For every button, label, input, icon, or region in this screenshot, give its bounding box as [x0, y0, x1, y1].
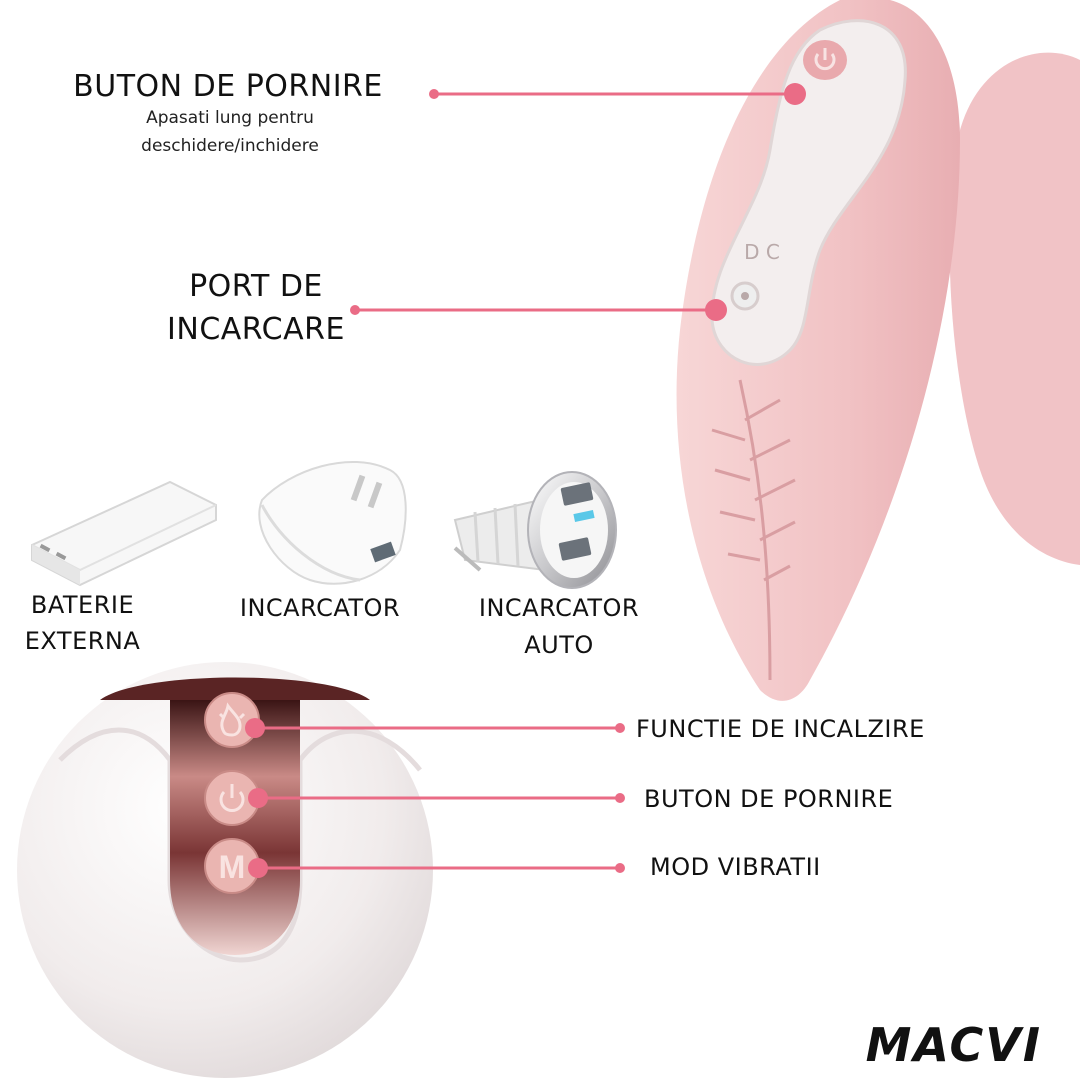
wall-charger	[258, 461, 407, 585]
power-bank	[31, 480, 217, 587]
power-icon	[219, 784, 245, 812]
label-power-hint-line2: deschidere/inchidere	[141, 136, 319, 156]
label-car-charger-line2: AUTO	[524, 631, 594, 659]
charging-port-pin	[741, 292, 749, 300]
callout-remote-power	[248, 788, 625, 808]
callout-power-top	[429, 83, 806, 105]
callout-heating	[245, 718, 625, 738]
label-power-hint-line1: Apasati lung pentru	[146, 108, 314, 128]
remote-button-channel	[170, 700, 300, 955]
power-icon	[814, 48, 836, 71]
label-battery-line1: BATERIE	[30, 591, 135, 619]
flame-icon	[218, 702, 246, 737]
label-charging-port-line2: INCARCARE	[167, 312, 345, 347]
label-battery-line2: EXTERNA	[24, 627, 141, 655]
label-remote-power: BUTON DE PORNIRE	[644, 785, 894, 813]
control-panel	[710, 19, 907, 366]
label-power-button-top: BUTON DE PORNIRE	[73, 69, 383, 104]
m-icon: M	[219, 849, 246, 885]
device-body	[676, 0, 960, 701]
dc-marking: D C	[744, 240, 780, 264]
brand-logo: MACVI	[865, 1018, 1042, 1072]
leaf-texture	[711, 379, 796, 681]
main-device	[676, 0, 1080, 701]
label-car-charger-line1: INCARCATOR	[478, 594, 640, 622]
callout-charging-port	[350, 299, 727, 321]
car-charger	[453, 471, 617, 589]
label-charging-port-line1: PORT DE	[189, 269, 323, 304]
device-rear-arm	[949, 52, 1080, 565]
callout-vibration-mode	[248, 858, 625, 878]
label-vibration-mode: MOD VIBRATII	[650, 853, 821, 881]
label-heating: FUNCTIE DE INCALZIRE	[636, 715, 925, 743]
label-charger: INCARCATOR	[239, 594, 401, 622]
